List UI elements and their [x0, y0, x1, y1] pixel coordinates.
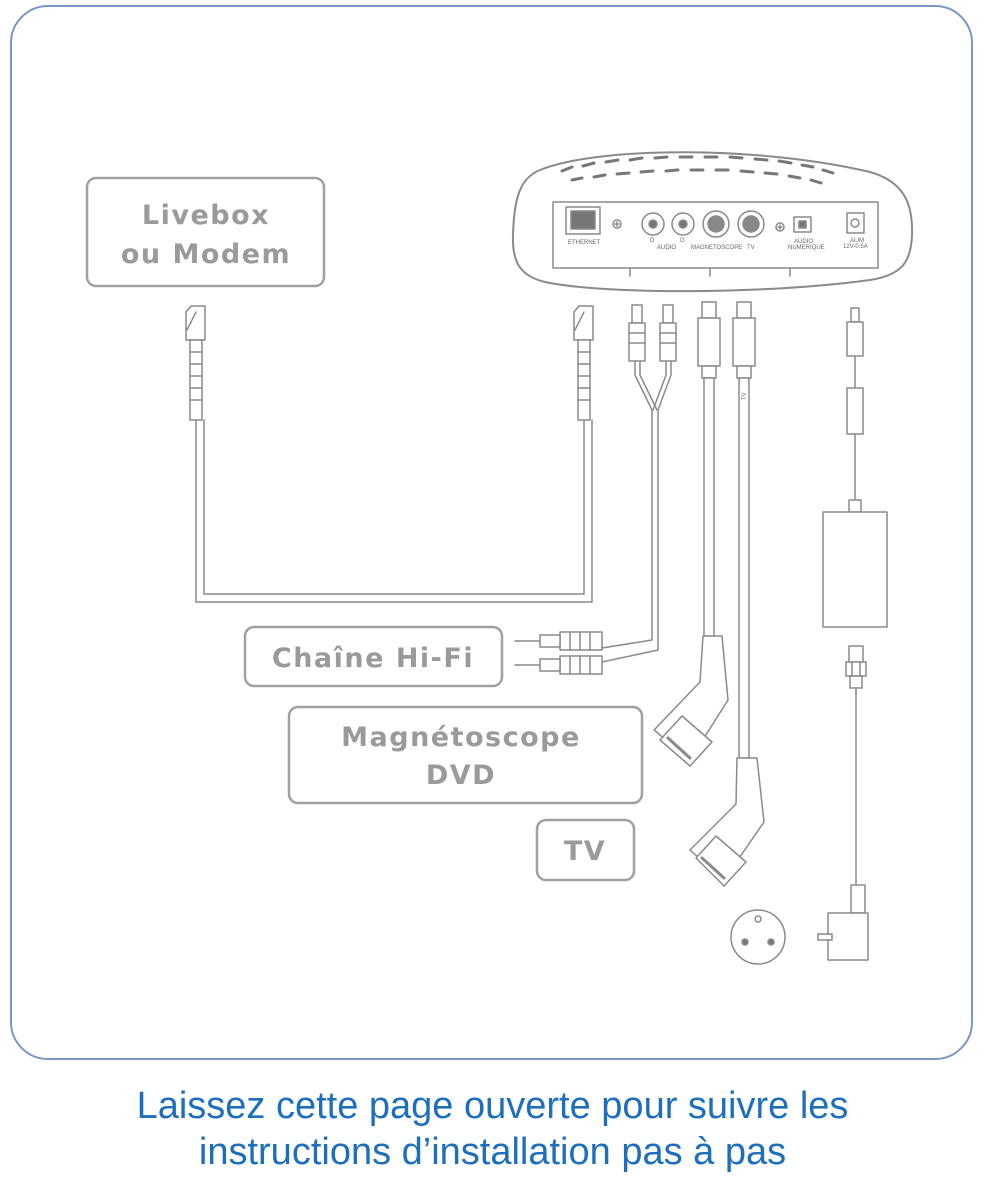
port-alim-label-1: ALIM [850, 238, 864, 244]
decoder-box [511, 151, 914, 293]
tv-label: TV [564, 836, 606, 867]
tv-cable-label: TV [742, 392, 748, 400]
port-audio-numerique-label-1: AUDIO [794, 239, 813, 245]
livebox-label-line2: ou Modem [121, 239, 291, 270]
port-alim-label-2: 12V-0.5A [843, 244, 868, 250]
tv-cable [689, 301, 765, 887]
port-labels: ETHERNET D AUDIO G MAGNETOSCOPE TV AUDIO… [568, 238, 868, 400]
diagram-frame [10, 5, 973, 1060]
port-ethernet-label: ETHERNET [568, 240, 601, 246]
magnetoscope-label-line1: Magnétoscope [341, 722, 581, 753]
tv-label-box [535, 818, 636, 882]
magnetoscope-cable [653, 301, 729, 767]
connection-diagram: ETHERNET D AUDIO G MAGNETOSCOPE TV AUDIO… [85, 151, 914, 965]
livebox-label-line1: Livebox [142, 200, 270, 231]
port-tv-label: TV [747, 245, 755, 251]
hifi-label: Chaîne Hi-Fi [272, 643, 474, 674]
audio-cable [514, 304, 677, 675]
vent-slots [560, 155, 835, 185]
caption-line-2: instructions d’installation pas à pas [198, 1131, 787, 1173]
instruction-caption: Laissez cette page ouverte pour suivre l… [0, 1083, 985, 1175]
port-magnetoscope-label: MAGNETOSCOPE [691, 245, 742, 251]
port-audio-label: AUDIO [657, 245, 676, 251]
magnetoscope-label-line2: DVD [426, 760, 496, 791]
port-audio-g-label: G [680, 238, 685, 244]
magnetoscope-label-box [287, 705, 644, 805]
power-adapter [730, 307, 888, 965]
port-audio-numerique-label-2: NUMERIQUE [788, 245, 825, 251]
port-audio-d-label: D [650, 238, 655, 244]
ethernet-cable [185, 305, 594, 603]
livebox-label-box [85, 176, 326, 288]
caption-line-1: Laissez cette page ouverte pour suivre l… [136, 1085, 849, 1127]
hifi-label-box [243, 625, 504, 688]
